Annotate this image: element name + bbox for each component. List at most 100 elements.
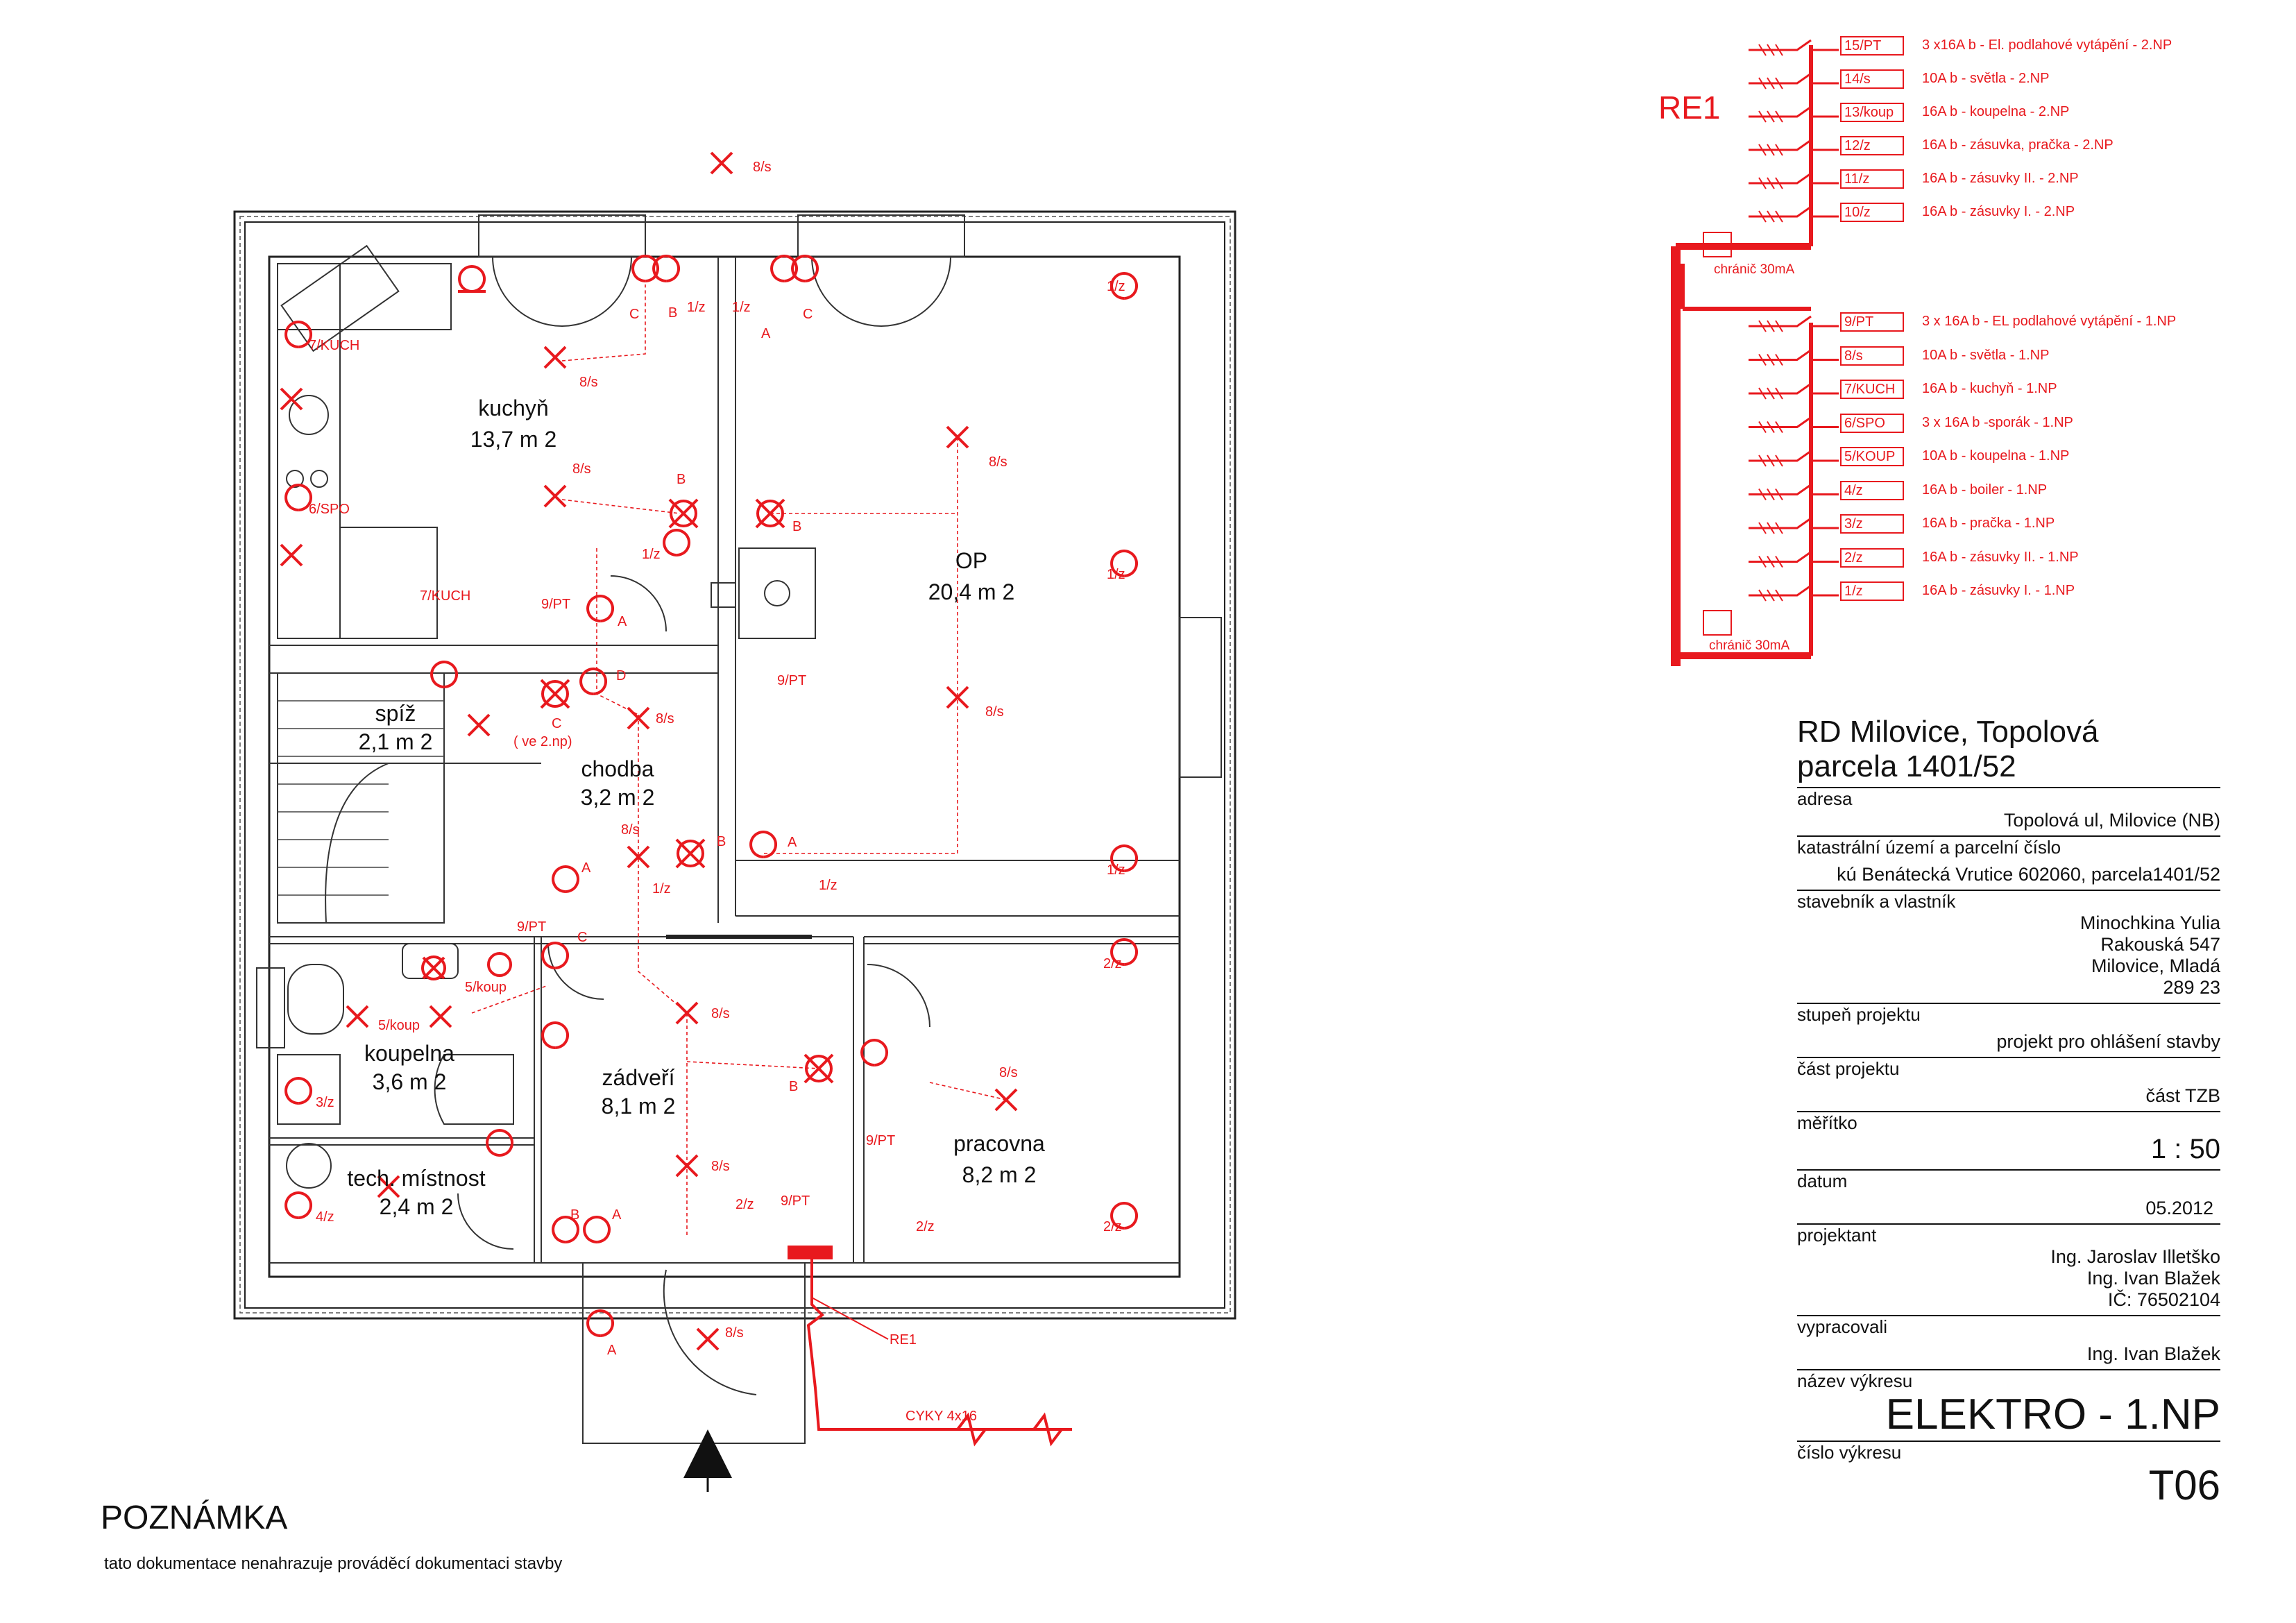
stupen-value: projekt pro ohlášení stavby [1996,1031,2220,1052]
circuit-description: 3 x16A b - El. podlahové vytápění - 2.NP [1922,37,2172,53]
breaker-symbol [1749,382,1839,400]
room-kuchyn: kuchyň 13,7 m 2 [444,396,583,452]
projektant-label: projektant [1797,1225,1877,1246]
circuit-code: 3/z [1840,514,1904,534]
room-op: OP 20,4 m 2 [902,548,1041,605]
katastr-value: kú Benátecká Vrutice 602060, parcela1401… [1837,864,2220,885]
plan-label-8s: 8/s [711,1159,730,1174]
circuit-description: 16A b - zásuvky I. - 1.NP [1922,583,2075,598]
plan-label-8s: 8/s [753,160,772,175]
investor-line: 289 23 [2163,977,2220,998]
plan-label-8s: 8/s [999,1065,1018,1080]
stupen-label: stupeň projektu [1797,1004,1921,1025]
plan-label-A: A [607,1343,617,1358]
room-tech: tech. místnost 2,4 m 2 [326,1166,507,1220]
plan-label-1z: 1/z [1107,863,1125,878]
plan-label-1z: 1/z [652,881,671,897]
room-area: 2,4 m 2 [379,1194,454,1219]
board-circuit-rows [1749,39,1839,602]
circuit-description: 16A b - zásuvky II. - 2.NP [1922,171,2079,186]
drawing-number: T06 [2148,1462,2220,1509]
breaker-symbol [1749,349,1839,366]
circuit-description: 10A b - světla - 2.NP [1922,71,2050,86]
breaker-symbol [1749,72,1839,90]
plan-label-9pt: 9/PT [541,597,571,612]
breaker-symbol [1749,139,1839,156]
projektant-line: Ing. Jaroslav Illetško [2050,1246,2220,1267]
plan-label-8s: 8/s [725,1325,744,1341]
circuit-description: 16A b - kuchyň - 1.NP [1922,381,2057,396]
plan-label-9pt: 9/PT [866,1133,896,1148]
room-area: 13,7 m 2 [470,427,557,452]
plan-label-B: B [792,519,802,534]
plan-label-C: C [552,716,562,731]
plan-label-C: C [803,307,813,322]
breaker-symbol [1749,315,1839,332]
datum-label: datum [1797,1171,1848,1191]
circuit-code: 8/s [1840,346,1904,366]
plan-label-B: B [717,834,726,849]
circuit-code: 10/z [1840,203,1904,222]
breaker-symbol [1749,105,1839,123]
room-area: 2,1 m 2 [358,729,433,754]
plan-label-7kuch: 7/KUCH [420,588,471,604]
plan-label-2z: 2/z [1103,956,1122,971]
note-text: tato dokumentace nenahrazuje prováděcí d… [104,1554,563,1573]
plan-label-9pt: 9/PT [781,1193,810,1209]
plan-label-2z: 2/z [916,1219,935,1234]
vypracoval-label: vypracovali [1797,1316,1888,1337]
project-title-line-2: parcela 1401/52 [1797,749,2016,783]
projektant-line: IČ: 76502104 [2107,1289,2220,1310]
plan-label-8s: 8/s [656,711,674,726]
room-area: 3,2 m 2 [580,785,655,810]
room-zadveri: zádveří 8,1 m 2 [569,1065,708,1119]
circuit-description: 16A b - pračka - 1.NP [1922,516,2055,531]
project-title-line-1: RD Milovice, Topolová [1797,715,2099,749]
plan-label-1z: 1/z [642,547,661,562]
plan-label-2z: 2/z [735,1197,754,1212]
investor-label: stavebník a vlastník [1797,891,1956,912]
investor-line: Rakouská 547 [2100,934,2220,955]
circuit-code: 14/s [1840,69,1904,89]
circuit-code: 5/KOUP [1840,447,1904,466]
plan-label-A: A [761,326,771,341]
adresa-label: adresa [1797,788,1853,809]
circuit-description: 3 x 16A b - EL podlahové vytápění - 1.NP [1922,314,2177,329]
circuit-description: 16A b - koupelna - 2.NP [1922,104,2070,119]
circuit-code: 12/z [1840,136,1904,155]
plan-label-8s: 8/s [989,454,1007,470]
room-name: koupelna [364,1041,454,1066]
cislo-label: číslo výkresu [1797,1442,1902,1463]
plan-label-B: B [668,305,678,321]
room-area: 8,1 m 2 [601,1094,676,1119]
breaker-symbol [1749,551,1839,568]
socket-outlets [284,255,1139,1337]
circuit-code: 15/PT [1840,36,1904,56]
distribution-board-schematic [1671,45,1813,666]
rcd-label-lower: chránič 30mA [1709,638,1790,653]
circuit-code: 11/z [1840,169,1904,189]
plan-label-3z: 3/z [316,1095,334,1110]
room-name: kuchyň [478,396,549,420]
circuit-description: 16A b - zásuvky II. - 1.NP [1922,549,2079,565]
projektant-line: Ing. Ivan Blažek [2086,1268,2220,1289]
circuit-description: 3 x 16A b -sporák - 1.NP [1922,414,2073,430]
plan-label-1z: 1/z [732,300,751,315]
plan-label-ve2np: ( ve 2.np) [513,734,572,749]
plan-label-A: A [618,614,627,629]
plan-label-1z: 1/z [819,878,837,893]
breaker-symbol [1749,484,1839,501]
circuit-description: 16A b - zásuvky I. - 2.NP [1922,204,2075,219]
plan-label-5koup: 5/koup [378,1018,420,1033]
cast-label: část projektu [1797,1058,1900,1079]
light-fixtures [280,151,1018,1351]
plan-label-9pt: 9/PT [517,919,547,935]
room-chodba: chodba 3,2 m 2 [548,756,687,810]
breaker-symbol [1749,172,1839,189]
room-name: spíž [375,701,416,726]
plan-label-8s: 8/s [579,375,598,390]
breaker-symbol [1749,584,1839,602]
plan-label-D: D [616,668,627,683]
